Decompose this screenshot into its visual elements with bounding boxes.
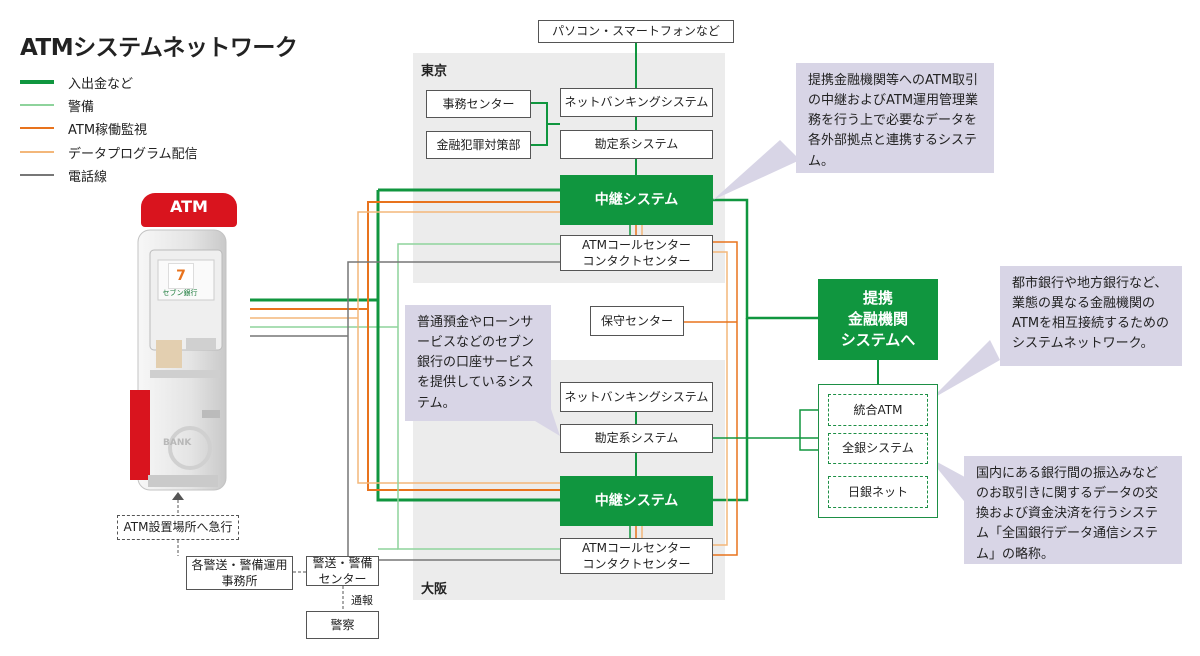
tokyo-callcenter-box: ATMコールセンター コンタクトセンター	[560, 235, 713, 271]
kanjo-system-callout: 普通預金やローンサービスなどのセブン銀行の口座サービスを提供しているシステム。	[405, 305, 551, 421]
security-center-line-2: センター	[318, 572, 367, 586]
legend-item-security: 警備	[20, 95, 94, 115]
legend-item-deposit: 入出金など	[20, 72, 133, 92]
security-center-line-1: 警送・警備	[312, 555, 373, 570]
osaka-kanjo-box: 勘定系システム	[560, 424, 713, 453]
atm-rush-box: ATM設置場所へ急行	[117, 515, 239, 540]
atm-brand-text: セブン銀行	[162, 289, 198, 297]
partner-line-3: システムへ	[840, 331, 916, 349]
tokyo-netbanking-box: ネットバンキングシステム	[560, 88, 713, 117]
diagram-title: ATMシステムネットワーク	[20, 35, 298, 61]
partner-institutions-box: 提携 金融機関 システムへ	[818, 279, 938, 360]
zengin-system-box: 全銀システム	[828, 433, 928, 464]
atm-sign-text: ATM	[170, 197, 208, 216]
partner-line-1: 提携	[862, 289, 893, 307]
callcenter-line-1: ATMコールセンター	[582, 540, 691, 555]
osaka-relay-system-box: 中継システム	[560, 476, 713, 526]
tokyo-relay-system-box: 中継システム	[560, 175, 713, 225]
legend-label: 入出金など	[68, 76, 134, 92]
legend-swatch	[20, 174, 54, 176]
callcenter-line-2: コンタクトセンター	[582, 254, 691, 268]
maintenance-center-box: 保守センター	[590, 306, 684, 336]
pc-smartphone-box: パソコン・スマートフォンなど	[538, 20, 734, 43]
security-office-box: 各警送・警備運用 事務所	[186, 556, 293, 590]
legend-swatch	[20, 104, 54, 106]
osaka-region-label: 大阪	[421, 582, 448, 597]
atm-illustration	[130, 229, 227, 491]
callcenter-line-1: ATMコールセンター	[582, 237, 691, 252]
legend-item-data-delivery: データプログラム配信	[20, 142, 198, 162]
report-label: 通報	[351, 594, 373, 607]
legend-label: 警備	[68, 99, 95, 115]
legend-swatch	[20, 80, 54, 84]
security-office-line-1: 各警送・警備運用	[191, 557, 288, 572]
tokyo-region-label: 東京	[421, 64, 448, 79]
partner-line-2: 金融機関	[847, 310, 908, 328]
jimu-center-box: 事務センター	[426, 90, 531, 118]
callcenter-line-2: コンタクトセンター	[582, 557, 691, 571]
osaka-callcenter-box: ATMコールセンター コンタクトセンター	[560, 538, 713, 574]
togo-atm-box: 統合ATM	[828, 394, 928, 426]
legend-swatch	[20, 151, 54, 153]
legend-label: 電話線	[68, 169, 108, 185]
legend-swatch	[20, 127, 54, 129]
togo-atm-callout: 都市銀行や地方銀行など、業態の異なる金融機関のATMを相互接続するためのシステム…	[1000, 266, 1182, 366]
legend-label: データプログラム配信	[68, 146, 198, 162]
financial-crime-box: 金融犯罪対策部	[426, 131, 531, 159]
security-center-box: 警送・警備 センター	[306, 556, 379, 586]
osaka-netbanking-box: ネットバンキングシステム	[560, 382, 713, 412]
boj-net-box: 日銀ネット	[828, 476, 928, 508]
atm-logo-icon: 7	[168, 263, 194, 289]
relay-system-callout: 提携金融機関等へのATM取引の中継およびATM運用管理業務を行う上で必要なデータ…	[796, 63, 994, 173]
legend-item-monitoring: ATM稼働監視	[20, 118, 147, 138]
atm-sign	[141, 193, 237, 227]
police-box: 警察	[306, 611, 379, 639]
atm-bank-text: BANK	[163, 438, 192, 448]
tokyo-kanjo-box: 勘定系システム	[560, 130, 713, 159]
security-office-line-2: 事務所	[221, 574, 258, 588]
legend-label: ATM稼働監視	[68, 122, 148, 138]
zengin-callout: 国内にある銀行間の振込みなどのお取引きに関するデータの交換および資金決済を行うシ…	[964, 456, 1182, 564]
legend-item-phone-line: 電話線	[20, 165, 107, 185]
